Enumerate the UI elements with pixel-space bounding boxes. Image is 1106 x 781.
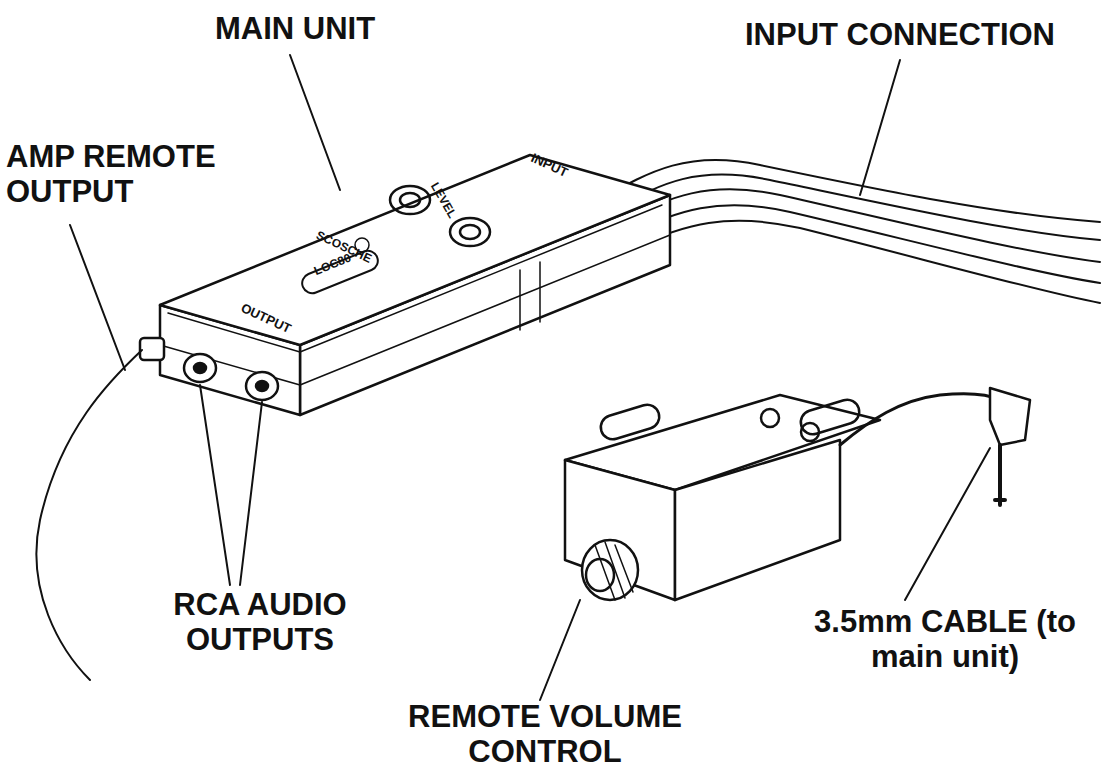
remote-volume-control-drawing <box>565 388 1030 600</box>
rca-jacks <box>184 354 278 400</box>
amp-remote-cable <box>36 338 164 680</box>
input-wires <box>600 160 1100 303</box>
callout-label: INPUT CONNECTION <box>700 18 1100 53</box>
callout-label: AMP REMOTE OUTPUT <box>6 140 276 209</box>
main-unit-body <box>160 155 670 415</box>
callout-label: MAIN UNIT <box>180 12 410 47</box>
callout-label: REMOTE VOLUME CONTROL <box>380 700 710 769</box>
callout-label: RCA AUDIO OUTPUTS <box>140 588 380 657</box>
callout-label: 3.5mm CABLE (to main unit) <box>790 605 1100 674</box>
